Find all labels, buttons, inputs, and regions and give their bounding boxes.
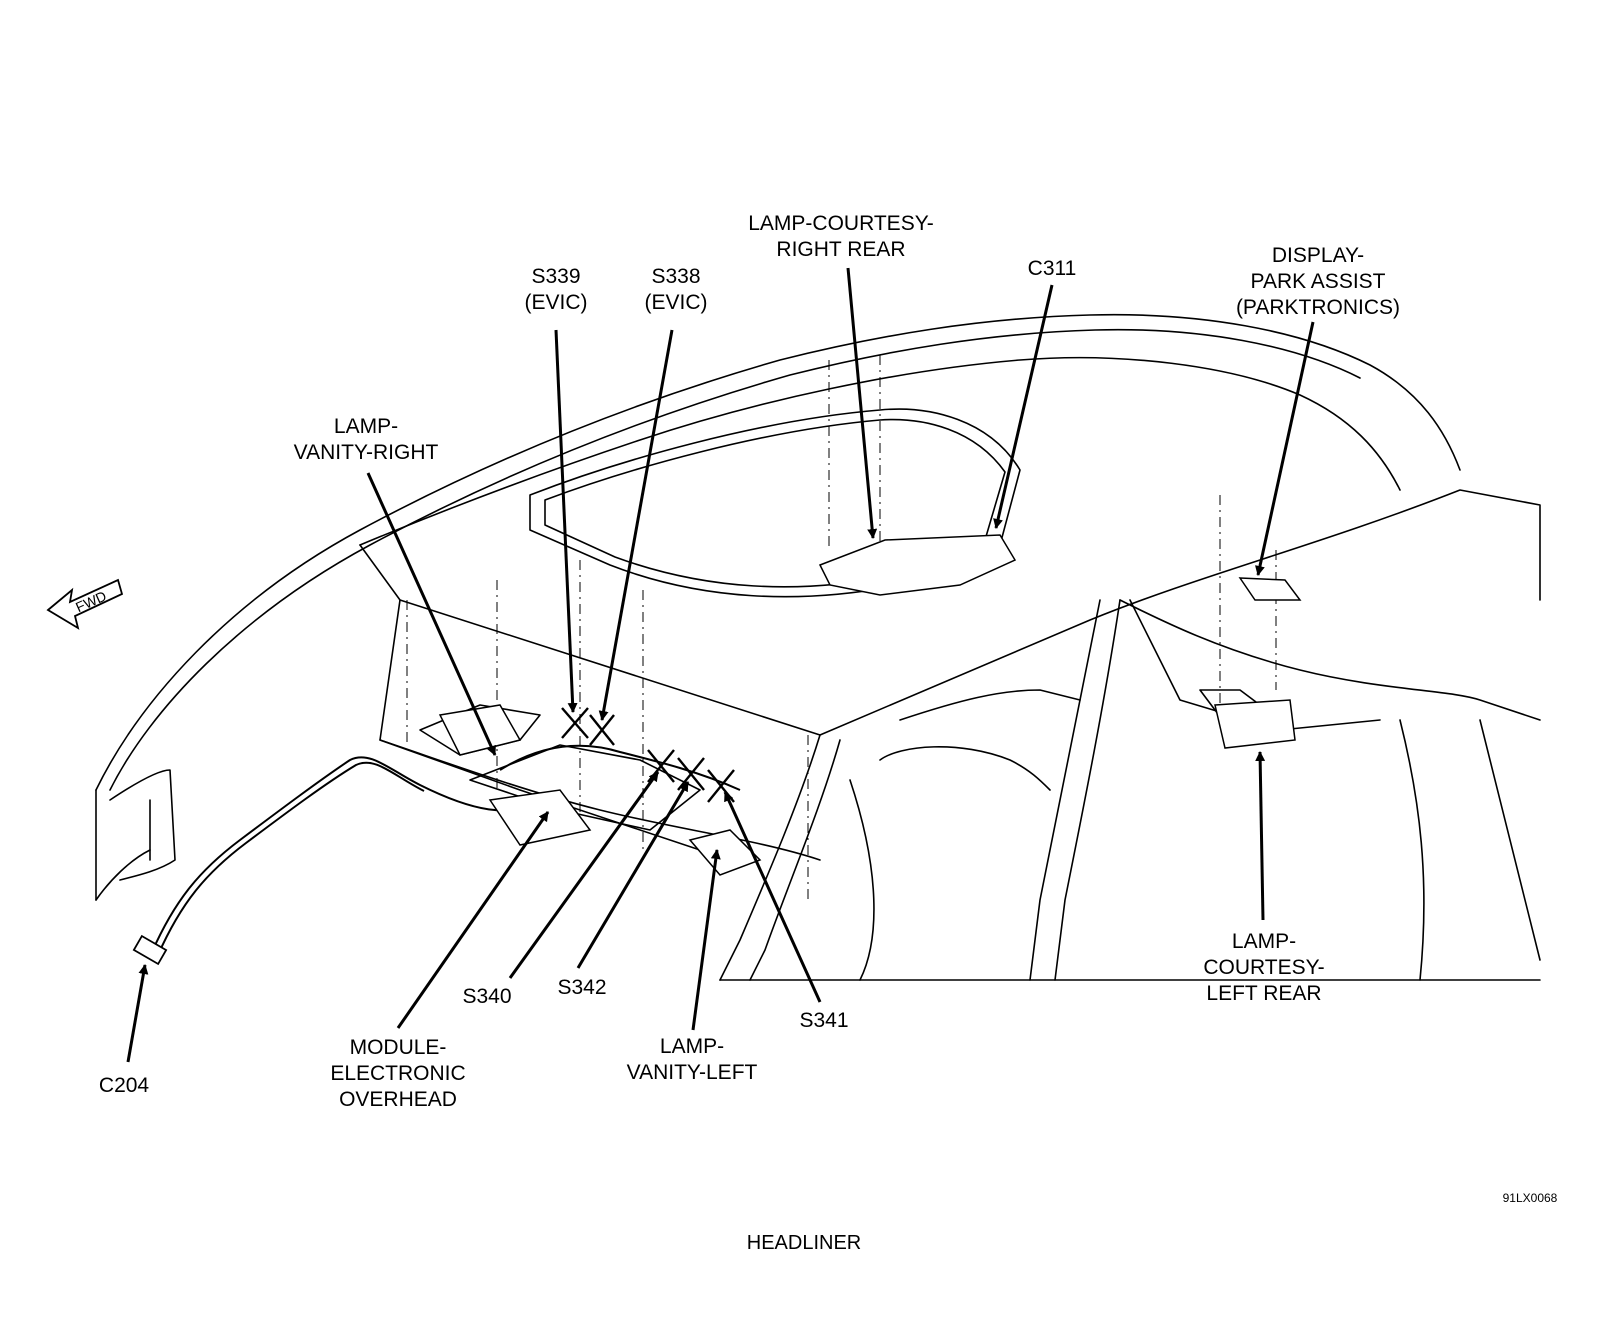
components (438, 534, 1302, 876)
leader-lamp-courtesy-right-rear (846, 267, 878, 539)
diagram-caption: HEADLINER (746, 1232, 862, 1254)
label-module-electronic-overhead: MODULE- ELECTRONIC OVERHEAD (330, 1036, 466, 1111)
label-lamp-vanity-left: LAMP- VANITY-LEFT (626, 1035, 758, 1084)
display-park-assist-body (1238, 577, 1302, 601)
leader-s338 (598, 329, 674, 721)
leader-module-electronic-overhead (396, 811, 550, 1029)
connector-c204-body (132, 934, 168, 966)
leader-lamp-courtesy-left-rear (1255, 751, 1266, 921)
label-s340: S340 (462, 985, 512, 1008)
leader-s340 (508, 771, 660, 979)
leader-s339 (554, 329, 578, 713)
label-c204: C204 (98, 1074, 150, 1097)
label-s341: S341 (799, 1009, 849, 1032)
label-s339: S339 (EVIC) (524, 265, 588, 314)
label-lamp-vanity-right: LAMP- VANITY-RIGHT (293, 415, 439, 464)
label-display-park-assist: DISPLAY- PARK ASSIST (PARKTRONICS) (1235, 244, 1401, 319)
figure-code: 91LX0068 (1502, 1191, 1558, 1205)
leader-lamp-vanity-right (366, 472, 497, 756)
leader-s342 (576, 781, 690, 969)
wiring-harness (151, 744, 741, 956)
leader-s341 (723, 791, 822, 1003)
fwd-arrow: FWD (46, 578, 124, 630)
alignment-lines (406, 355, 1277, 900)
leader-c204 (126, 964, 149, 1063)
leader-c311 (993, 284, 1054, 529)
fwd-text: FWD (73, 588, 109, 616)
lamp-vanity-left-body (688, 829, 762, 876)
lamp-courtesy-left-rear-body (1214, 699, 1296, 749)
label-lamp-courtesy-right-rear: LAMP-COURTESY- RIGHT REAR (748, 212, 934, 261)
leader-lamp-vanity-left (691, 849, 721, 1031)
label-c311: C311 (1027, 257, 1077, 280)
leader-arrows (126, 267, 1315, 1063)
label-lamp-courtesy-left-rear: LAMP- COURTESY- LEFT REAR (1203, 930, 1325, 1005)
label-s342: S342 (557, 976, 607, 999)
lamp-courtesy-right-rear-body (818, 534, 1017, 596)
label-s338: S338 (EVIC) (644, 265, 708, 314)
module-electronic-overhead-body (488, 789, 592, 846)
leader-display-park-assist (1255, 321, 1315, 576)
lamp-vanity-right-body (438, 704, 522, 756)
